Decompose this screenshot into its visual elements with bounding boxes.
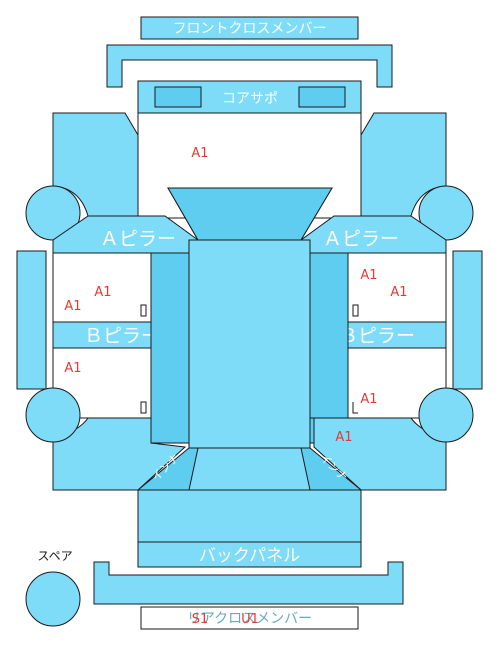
right-rear-door-handle <box>352 402 358 414</box>
rear-cross-member-label: リアクロスメンバー <box>187 611 312 627</box>
damage-code: A1 <box>191 146 208 161</box>
damage-code: A1 <box>64 299 81 314</box>
spare-tire-label: スペア <box>37 549 72 563</box>
right-side-sill[interactable] <box>452 250 483 390</box>
right-roof-side-rail[interactable] <box>309 252 349 444</box>
rear-bumper-reinforcement[interactable] <box>93 561 404 605</box>
trunk-lid-upper[interactable] <box>188 447 311 491</box>
spare-tire[interactable] <box>25 571 81 627</box>
damage-code: A1 <box>360 392 377 407</box>
damage-code: A1 <box>390 285 407 300</box>
front-bumper-reinforcement[interactable] <box>106 44 393 88</box>
roof-panel[interactable] <box>188 239 311 449</box>
damage-code: S1 <box>192 612 209 627</box>
right-rear-wheel[interactable] <box>418 387 474 443</box>
right-front-door-handle <box>352 304 359 317</box>
left-rear-wheel[interactable] <box>25 387 81 443</box>
headlight-right[interactable] <box>298 86 346 108</box>
b-pillar-left-label: Ｂピラー <box>84 325 160 347</box>
left-roof-side-rail[interactable] <box>150 252 190 444</box>
front-cross-member[interactable] <box>140 16 359 40</box>
right-front-door[interactable] <box>347 252 447 323</box>
left-front-door-handle <box>140 304 147 317</box>
left-side-sill[interactable] <box>16 250 47 390</box>
damage-code: A1 <box>64 361 81 376</box>
core-support-label: コアサポ <box>222 91 278 107</box>
b-pillar-right-label: Ｂピラー <box>339 325 415 347</box>
back-panel-label: バックパネル <box>199 546 300 566</box>
a-pillar-left-label: Ａピラー <box>100 228 176 250</box>
trunk-floor[interactable] <box>137 489 362 543</box>
damage-code: A1 <box>360 268 377 283</box>
headlight-left[interactable] <box>154 86 202 108</box>
windshield[interactable] <box>167 187 333 241</box>
a-pillar-right-label: Ａピラー <box>323 228 399 250</box>
back-panel[interactable] <box>137 541 362 568</box>
damage-code: U1 <box>241 612 259 627</box>
left-rear-door-handle <box>140 401 147 414</box>
damage-code: A1 <box>335 430 352 445</box>
damage-code: A1 <box>94 285 111 300</box>
front-cross-member-label: フロントクロスメンバー <box>173 21 327 37</box>
rear-cross-member[interactable] <box>140 606 359 630</box>
